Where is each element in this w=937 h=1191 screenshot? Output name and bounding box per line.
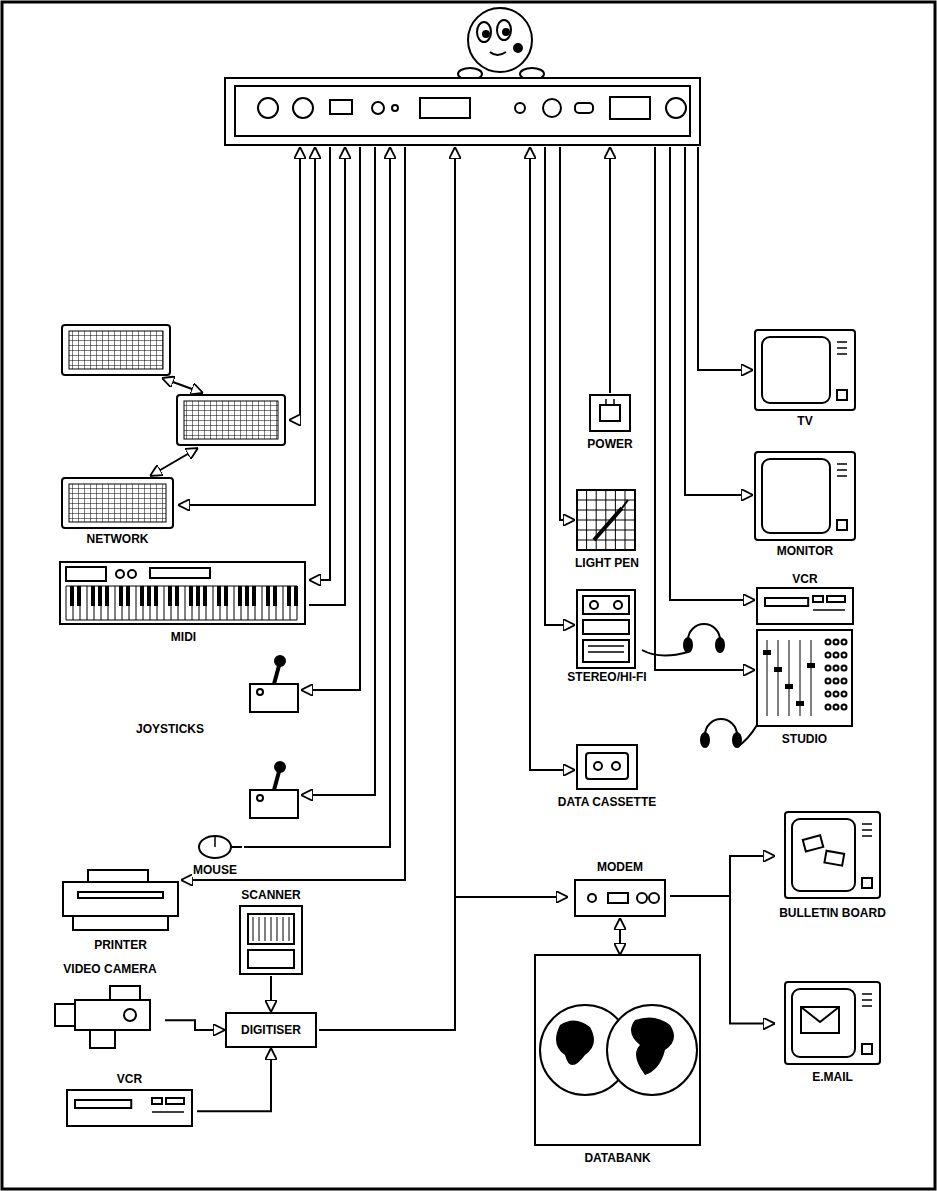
device-node: DIGITISER — [225, 1012, 317, 1048]
device-node: E.MAIL — [775, 982, 890, 1086]
wires — [150, 147, 755, 1030]
device-label: MOUSE — [192, 863, 238, 877]
device-node: SCANNER — [232, 888, 310, 976]
device-label: JOYSTICKS — [135, 722, 205, 736]
device-label: LIGHT PEN — [574, 556, 640, 570]
device-label: STEREO/HI-FI — [566, 670, 647, 684]
device-node: LIGHT PEN — [572, 490, 642, 572]
device-node: BULLETIN BOARD — [775, 812, 890, 922]
device-label: DIGITISER — [240, 1023, 302, 1037]
device-node: PRINTER — [58, 870, 183, 954]
device-label: SCANNER — [240, 888, 301, 902]
device-node: MODEM — [570, 860, 670, 918]
device-label: MONITOR — [776, 544, 834, 558]
device-node: VCR — [755, 572, 855, 626]
device-node: DATA CASSETTE — [555, 745, 659, 811]
device-label: PRINTER — [93, 938, 148, 952]
device-node: MIDI — [60, 562, 307, 646]
device-node: JOYSTICKS — [100, 650, 305, 818]
device-node: MOUSE — [180, 835, 250, 879]
device-label: VCR — [116, 1072, 143, 1086]
headphones — [642, 624, 757, 747]
device-label: STUDIO — [781, 732, 828, 746]
device-node: DATABANK — [530, 955, 705, 1167]
device-icon — [55, 962, 165, 1056]
connector — [165, 1020, 225, 1030]
connector — [619, 918, 621, 955]
device-icon — [750, 452, 860, 558]
device-node: VCR — [62, 1072, 197, 1128]
device-label: TV — [796, 414, 813, 428]
device-label: MODEM — [596, 860, 644, 874]
device-label: BULLETIN BOARD — [778, 906, 887, 920]
device-label: DATA CASSETTE — [557, 795, 657, 809]
device-node: NETWORK — [60, 478, 175, 548]
network-computers — [62, 325, 285, 445]
device-node: STEREO/HI-FI — [564, 590, 649, 686]
device-label: POWER — [586, 437, 633, 451]
device-node: TV — [750, 330, 860, 428]
device-icon — [530, 955, 705, 1167]
device-label: VCR — [791, 572, 818, 586]
device-node: VIDEO CAMERA — [55, 962, 165, 1056]
device-node: STUDIO — [752, 630, 857, 748]
device-label: VIDEO CAMERA — [62, 962, 157, 976]
device-label: NETWORK — [86, 532, 150, 546]
connector — [670, 856, 775, 896]
device-label: DATABANK — [583, 1151, 651, 1165]
connector — [270, 976, 272, 1012]
device-icon — [752, 630, 857, 748]
device-node: MONITOR — [750, 452, 860, 558]
computer — [225, 78, 700, 145]
mascot — [458, 8, 544, 80]
device-node: POWER — [580, 395, 640, 453]
device-label: MIDI — [170, 630, 197, 644]
connector — [197, 1048, 271, 1111]
device-label: E.MAIL — [811, 1070, 854, 1084]
